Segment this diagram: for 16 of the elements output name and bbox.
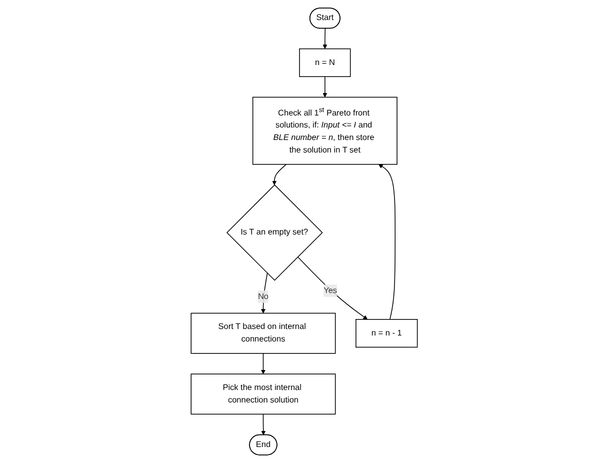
node-box: Check all 1$^{st}$ Pareto front solutions, if: Input <= I and BLE number = n, then store the solution in T set	[252, 96, 398, 164]
arrow	[260, 352, 266, 374]
node-box: n = N	[298, 48, 351, 77]
arrow	[322, 28, 327, 49]
node-diamond: Is T an empty set?	[226, 184, 323, 280]
arrow	[378, 164, 396, 320]
arrow	[260, 413, 266, 435]
edge-label: Yes	[323, 286, 337, 294]
node-box: Pick the most internal connection solution	[190, 373, 336, 414]
arrow	[260, 272, 268, 313]
arrow	[272, 163, 286, 185]
arrow	[322, 76, 327, 97]
node-box: Sort T based on internal connections	[190, 312, 336, 354]
edge-label: No	[258, 292, 268, 300]
arrow	[297, 256, 368, 320]
node-box: n = n - 1	[355, 318, 418, 348]
